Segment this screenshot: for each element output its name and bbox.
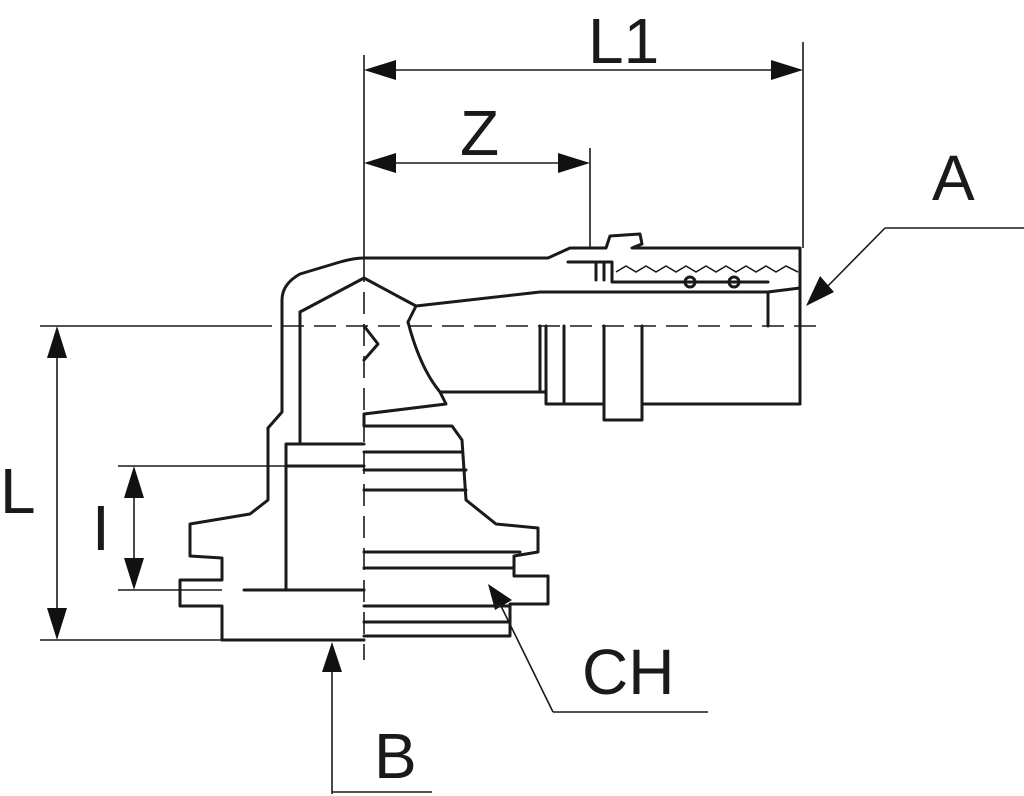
l1-arrow-right [771, 60, 803, 80]
ch-arrow [488, 584, 512, 610]
i-arrow-top [124, 466, 144, 498]
elbow-outer-contour [266, 232, 802, 430]
nut-thread-lines [362, 450, 522, 624]
label-ch: CH [582, 636, 674, 708]
outlet-spigot [544, 324, 802, 422]
label-b: B [374, 720, 417, 792]
dimension-lines [40, 42, 1024, 794]
o-ring-2 [727, 275, 741, 289]
spigot-grooves [538, 324, 644, 406]
nut-contour [362, 412, 550, 638]
z-arrow-left [364, 153, 396, 173]
label-l: L [0, 455, 36, 527]
fitting-body [178, 232, 802, 642]
press-sleeve [566, 260, 770, 284]
throat-edge [362, 390, 448, 416]
body-threaded-section [284, 442, 366, 592]
throat-curve [406, 320, 548, 394]
sleeve-ring [594, 260, 606, 282]
o-ring-1 [683, 275, 697, 289]
label-z: Z [460, 97, 499, 169]
i-arrow-bottom [124, 558, 144, 590]
elbow-inner-bore [298, 276, 802, 314]
sleeve-teeth [615, 265, 799, 273]
body-left-contour [178, 426, 366, 642]
l-arrow-bottom [47, 608, 67, 640]
center-lines [250, 260, 818, 660]
label-i: I [92, 492, 110, 564]
l1-arrow-left [364, 60, 396, 80]
b-arrow [322, 642, 342, 672]
a-leader-diagonal [821, 227, 886, 293]
inner-break-symbol [362, 324, 380, 362]
labels: L1 Z A L I CH B [0, 5, 975, 792]
ch-leader-diagonal [499, 603, 554, 713]
a-arrow [806, 276, 834, 306]
l-arrow-top [47, 326, 67, 358]
label-l1: L1 [588, 5, 659, 77]
label-a: A [932, 142, 975, 214]
cone-lip [406, 304, 418, 324]
z-arrow-right [558, 153, 590, 173]
